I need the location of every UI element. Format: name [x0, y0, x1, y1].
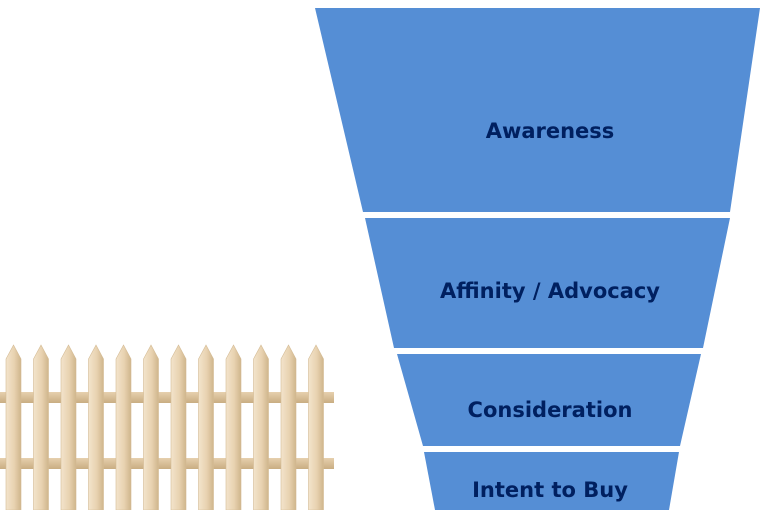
fence-picket — [60, 344, 77, 510]
funnel-stage-intent: Intent to Buy — [424, 452, 679, 510]
fence-picket — [33, 344, 49, 510]
funnel-stage-intent-label: Intent to Buy — [472, 478, 628, 502]
funnel-stage-intent-shape — [424, 452, 679, 510]
funnel-stage-awareness: Awareness — [315, 8, 760, 212]
funnel-stage-consideration-shape — [397, 354, 701, 446]
funnel: Awareness Affinity / Advocacy Considerat… — [315, 8, 760, 510]
fence-rail-top — [0, 392, 334, 403]
funnel-stage-awareness-label: Awareness — [486, 119, 615, 143]
fence-picket — [5, 344, 22, 510]
fence-picket — [115, 344, 132, 510]
fence-picket — [143, 344, 159, 510]
fence-picket — [170, 344, 187, 510]
fence-picket — [253, 344, 269, 510]
fence-rail-bottom — [0, 458, 334, 469]
picket-fence-image — [0, 344, 334, 510]
fence-picket — [308, 344, 324, 510]
fence-picket — [225, 344, 242, 510]
fence-picket — [280, 344, 297, 510]
funnel-stage-affinity-label: Affinity / Advocacy — [440, 279, 660, 303]
funnel-stage-consideration-label: Consideration — [468, 398, 633, 422]
fence-picket — [198, 344, 214, 510]
funnel-stage-consideration: Consideration — [397, 354, 701, 446]
fence-picket — [88, 344, 104, 510]
funnel-stage-awareness-shape — [315, 8, 760, 212]
funnel-stage-affinity: Affinity / Advocacy — [365, 218, 730, 348]
funnel-stage-affinity-shape — [365, 218, 730, 348]
